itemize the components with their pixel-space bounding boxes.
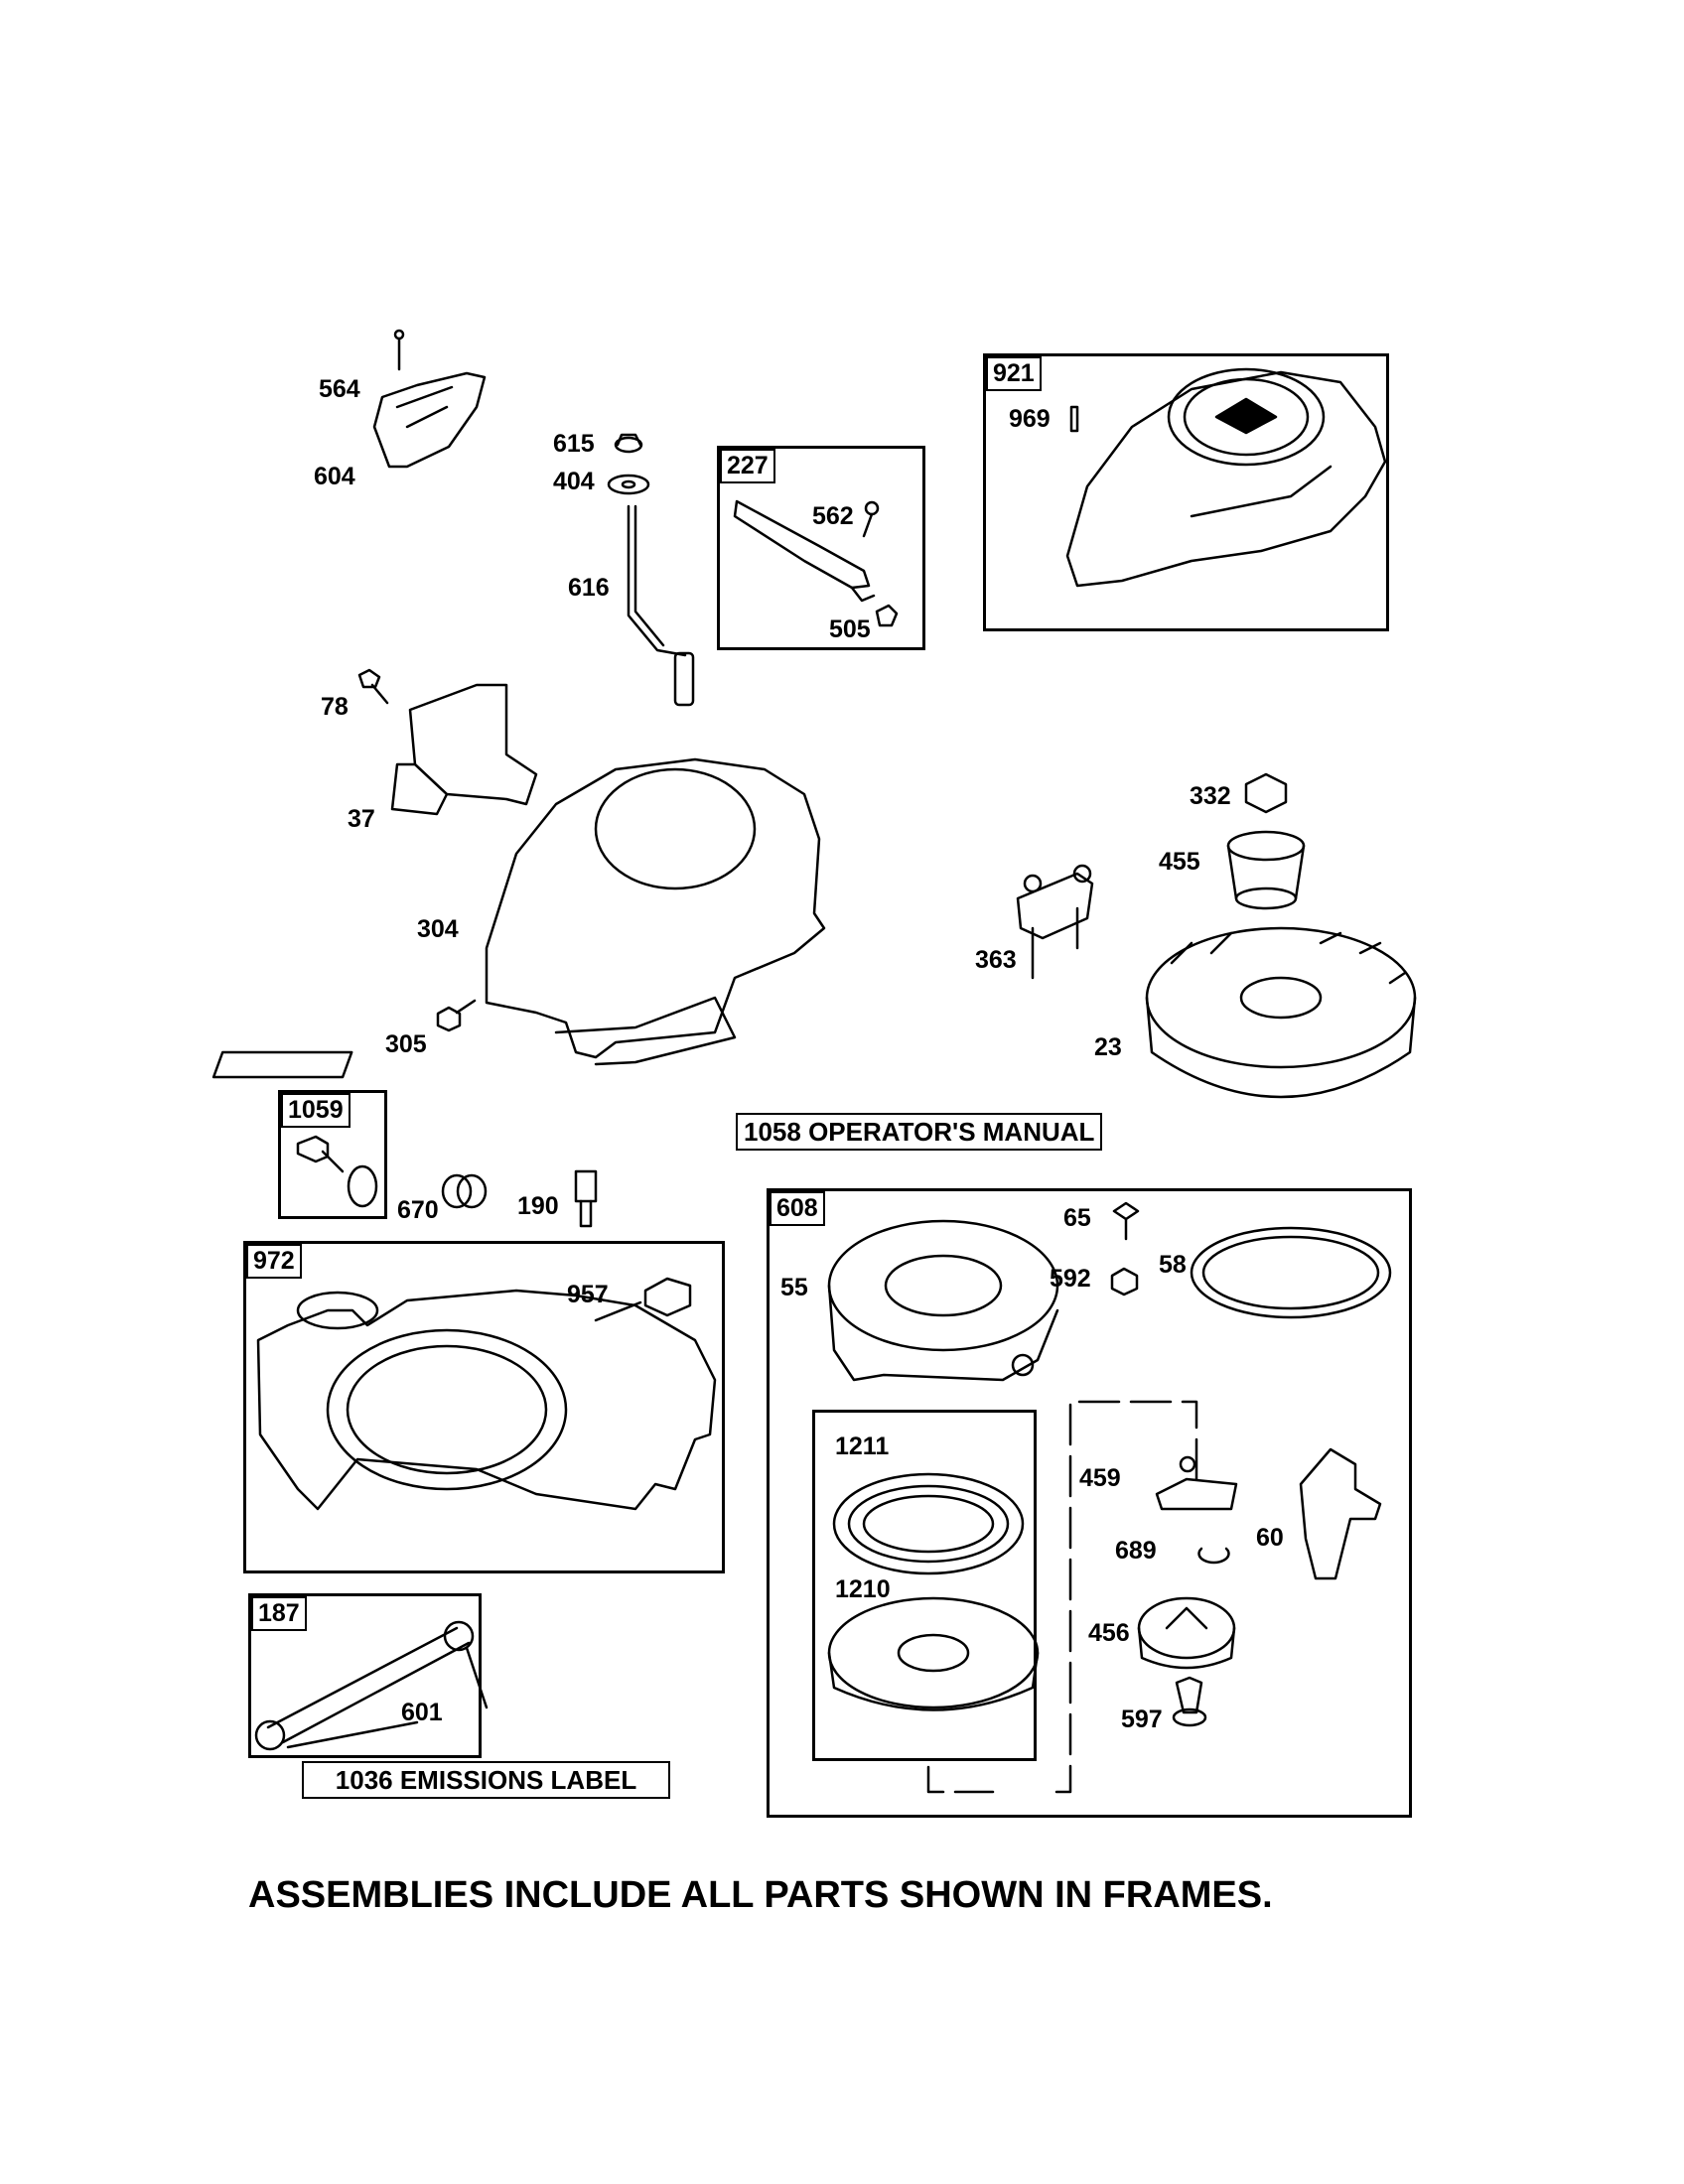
label-23: 23 <box>1094 1033 1122 1061</box>
label-455: 455 <box>1159 848 1200 876</box>
part-190-fitting <box>576 1171 596 1226</box>
label-58: 58 <box>1159 1251 1187 1279</box>
label-615: 615 <box>553 430 595 458</box>
frame-tag-921: 921 <box>986 356 1042 391</box>
label-65: 65 <box>1063 1204 1091 1232</box>
footer-note: ASSEMBLIES INCLUDE ALL PARTS SHOWN IN FR… <box>248 1874 1273 1916</box>
label-363: 363 <box>975 946 1017 974</box>
part-78-bolt <box>359 670 387 703</box>
label-601: 601 <box>401 1699 443 1726</box>
part-670-sleeve <box>443 1175 486 1207</box>
frame-227 <box>717 446 925 650</box>
label-459: 459 <box>1079 1464 1121 1492</box>
label-562: 562 <box>812 502 854 530</box>
label-304: 304 <box>417 915 459 943</box>
frame-tag-608: 608 <box>770 1191 825 1226</box>
part-65-screw <box>1114 1203 1138 1239</box>
part-305-bolt <box>438 1001 475 1030</box>
label-190: 190 <box>517 1192 559 1220</box>
part-304-housing <box>213 759 824 1077</box>
label-564: 564 <box>319 375 360 403</box>
label-1210: 1210 <box>835 1575 891 1603</box>
part-332-nut <box>1246 774 1286 812</box>
frame-tag-227: 227 <box>720 449 775 483</box>
frame-187 <box>248 1593 482 1758</box>
part-597-screw <box>1174 1678 1205 1725</box>
part-972-tank <box>258 1279 715 1509</box>
label-592: 592 <box>1050 1265 1091 1293</box>
part-455-cup <box>1228 832 1304 908</box>
part-23-flywheel <box>1147 928 1415 1097</box>
part-1210-pulley <box>829 1598 1038 1710</box>
part-456-cam <box>1139 1598 1234 1668</box>
label-60: 60 <box>1256 1524 1284 1552</box>
label-456: 456 <box>1088 1619 1130 1647</box>
frame-972 <box>243 1241 725 1573</box>
label-616: 616 <box>568 574 610 602</box>
part-60-handle <box>1301 1449 1380 1578</box>
part-58-spring <box>1192 1228 1390 1317</box>
label-670: 670 <box>397 1196 439 1224</box>
part-363-armature <box>1018 866 1092 978</box>
label-55: 55 <box>780 1274 808 1301</box>
label-332: 332 <box>1190 782 1231 810</box>
part-187-hose <box>256 1622 487 1749</box>
label-604: 604 <box>314 463 355 490</box>
part-604-bracket <box>374 373 485 467</box>
part-404-washer <box>609 476 648 493</box>
frame-tag-1059: 1059 <box>281 1093 351 1128</box>
dashed-connector <box>928 1402 1196 1792</box>
part-37-baffle <box>392 685 536 814</box>
label-305: 305 <box>385 1030 427 1058</box>
frame-tag-972: 972 <box>246 1244 302 1279</box>
part-615-nut <box>616 435 641 452</box>
part-55-starter-housing <box>829 1221 1057 1380</box>
part-1211-spring <box>834 1474 1023 1573</box>
label-597: 597 <box>1121 1706 1163 1733</box>
label-1211: 1211 <box>835 1433 890 1460</box>
frame-tag-187: 187 <box>251 1596 307 1631</box>
part-592-nut <box>1112 1269 1137 1295</box>
frame-608 <box>767 1188 1412 1818</box>
label-689: 689 <box>1115 1537 1157 1565</box>
label-78: 78 <box>321 693 349 721</box>
part-459-pawl <box>1157 1457 1236 1509</box>
label-505: 505 <box>829 615 871 643</box>
label-37: 37 <box>348 805 375 833</box>
label-404: 404 <box>553 468 595 495</box>
frame-1059 <box>278 1090 387 1219</box>
part-921-shroud <box>1067 369 1385 586</box>
frame-1211-1210 <box>812 1410 1037 1761</box>
part-1059-items <box>298 1137 376 1206</box>
part-564-screw <box>395 331 403 369</box>
label-957: 957 <box>567 1281 609 1308</box>
frame-921 <box>983 353 1389 631</box>
part-689-clip <box>1199 1549 1229 1563</box>
note-operators-manual: 1058 OPERATOR'S MANUAL <box>736 1113 1103 1151</box>
note-emissions-label: 1036 EMISSIONS LABEL <box>302 1761 670 1799</box>
part-616-rod <box>629 506 693 705</box>
part-227-lever <box>735 501 897 625</box>
label-969: 969 <box>1009 405 1051 433</box>
